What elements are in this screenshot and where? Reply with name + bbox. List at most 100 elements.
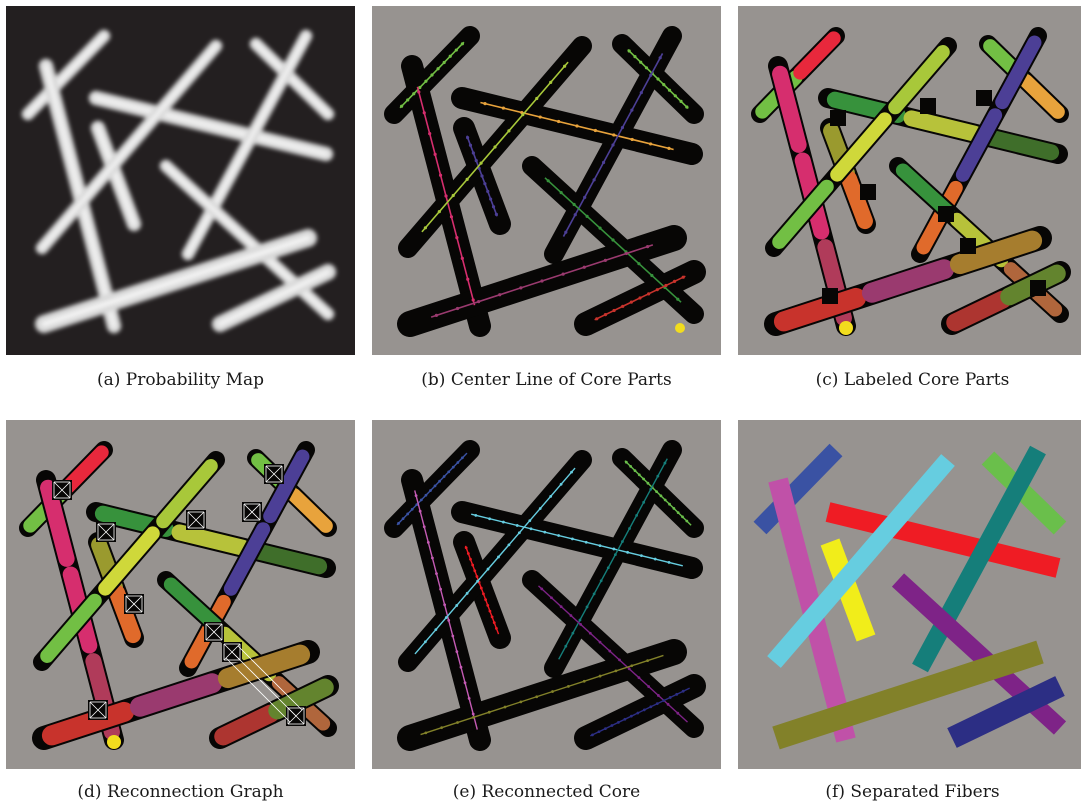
reconnected-line-7 [538,585,688,723]
graph-edge [125,595,143,613]
graph-edge [89,701,107,719]
probability-map-image [6,6,355,355]
labeled-fiber-8-part-2 [949,230,1043,275]
reconnected-point [406,512,410,516]
reconnected-point [488,517,491,521]
separated-fiber-6 [912,445,1046,673]
center-line-point [603,258,607,262]
labeled-fiber-2-part-2 [980,129,1060,161]
reconnected-point [434,628,438,632]
graph-edge [187,511,205,529]
reconnected-point [484,598,487,601]
reconnected-point [642,708,646,712]
center-line-point [650,273,654,278]
center-line-point [601,160,606,165]
reconnected-point [551,690,554,693]
reconnected-line-1 [414,490,478,730]
junction-0 [830,110,846,126]
reconnected-point [424,731,428,735]
center-line-point [468,143,473,147]
center-line-point [494,212,498,216]
reconnected-point [567,685,570,688]
reconnected-point [486,603,490,607]
graph-fiber-6-part-1 [223,522,271,596]
reconnected-point [447,619,451,622]
center-line-point [595,317,599,321]
center-line-point [471,151,475,155]
center-line-point [585,214,589,218]
reconnected-point [461,456,464,460]
center-line-point [649,73,653,77]
graph-fiber-1-part-0 [40,479,75,567]
center-line-point [423,226,427,230]
center-line-point [465,177,469,181]
reconnected-point [429,489,432,492]
center-line-point [451,193,455,198]
reconnected-point [585,605,589,609]
reconnected-point [507,543,511,547]
junction-3 [860,184,876,200]
separated-fibers-panel [738,420,1081,769]
reconnected-point [488,609,492,613]
reconnected-point [471,715,475,719]
caption-labeled-core: (c) Labeled Core Parts [815,370,1010,390]
center-line-point [559,191,563,195]
reconnected-point [459,665,463,669]
center-line-point [412,92,416,96]
center-line-point [573,213,577,217]
separated-fibers-image [738,420,1081,769]
reconnected-point [578,618,582,622]
center-line-point [639,91,643,95]
reconnected-point [597,730,601,734]
reconnected-point [426,541,430,544]
fiber-glow-core-6 [186,34,308,256]
fiber-glow-core-9 [217,269,331,327]
reconnected-point [439,587,442,591]
labeled-fiber-9-part-0 [946,290,1012,332]
reconnected-point [613,553,617,557]
labeled-fiber-5-part-1 [1019,74,1065,119]
reconnected-point [636,711,640,715]
center-line-point [627,49,631,53]
fiber-glow-core-2 [94,96,328,156]
separated-fiber-9 [947,676,1065,748]
center-line-point [449,215,454,219]
reconnected-line-0 [396,452,468,526]
center-line-point [540,279,544,283]
reconnected-point [466,552,470,555]
labeled-core-image [738,6,1081,355]
reconnected-point [637,676,641,680]
center-line-point [630,137,634,142]
reconnected-point [663,461,667,465]
reconnection-graph-panel [6,420,355,769]
reconnected-point [630,664,634,668]
reconnected-point [451,634,455,638]
graph-fiber-8-part-2 [217,644,311,689]
center-line-point [417,90,421,94]
reconnected-point [668,502,671,506]
reconnected-point [655,702,659,706]
graph-fiber-5-part-1 [287,488,333,533]
center-line-point [400,104,404,108]
fiber-glow-core-8 [41,235,311,327]
reconnected-point [475,575,479,578]
reconnected-point [584,540,588,544]
graph-edge [243,503,261,521]
reconnected-point [467,697,471,700]
reconnected-point [618,658,621,662]
center-line-point [422,111,426,115]
labeled-fiber-2-part-1 [903,110,983,142]
graph-edge [53,481,71,499]
center-line-point [489,197,493,201]
reconnected-point [424,640,427,644]
labeled-fiber-4-part-2 [772,179,834,249]
reconnected-point [588,631,592,635]
labeled-fiber-1-part-0 [772,65,807,153]
separated-fiber-4 [767,454,955,668]
fiber-glow-core-4 [40,44,218,250]
reconnected-point [471,712,475,716]
reconnected-point [642,477,645,481]
center-line-point [676,297,680,301]
graph-edge [231,651,297,717]
center-line-point [685,105,689,109]
